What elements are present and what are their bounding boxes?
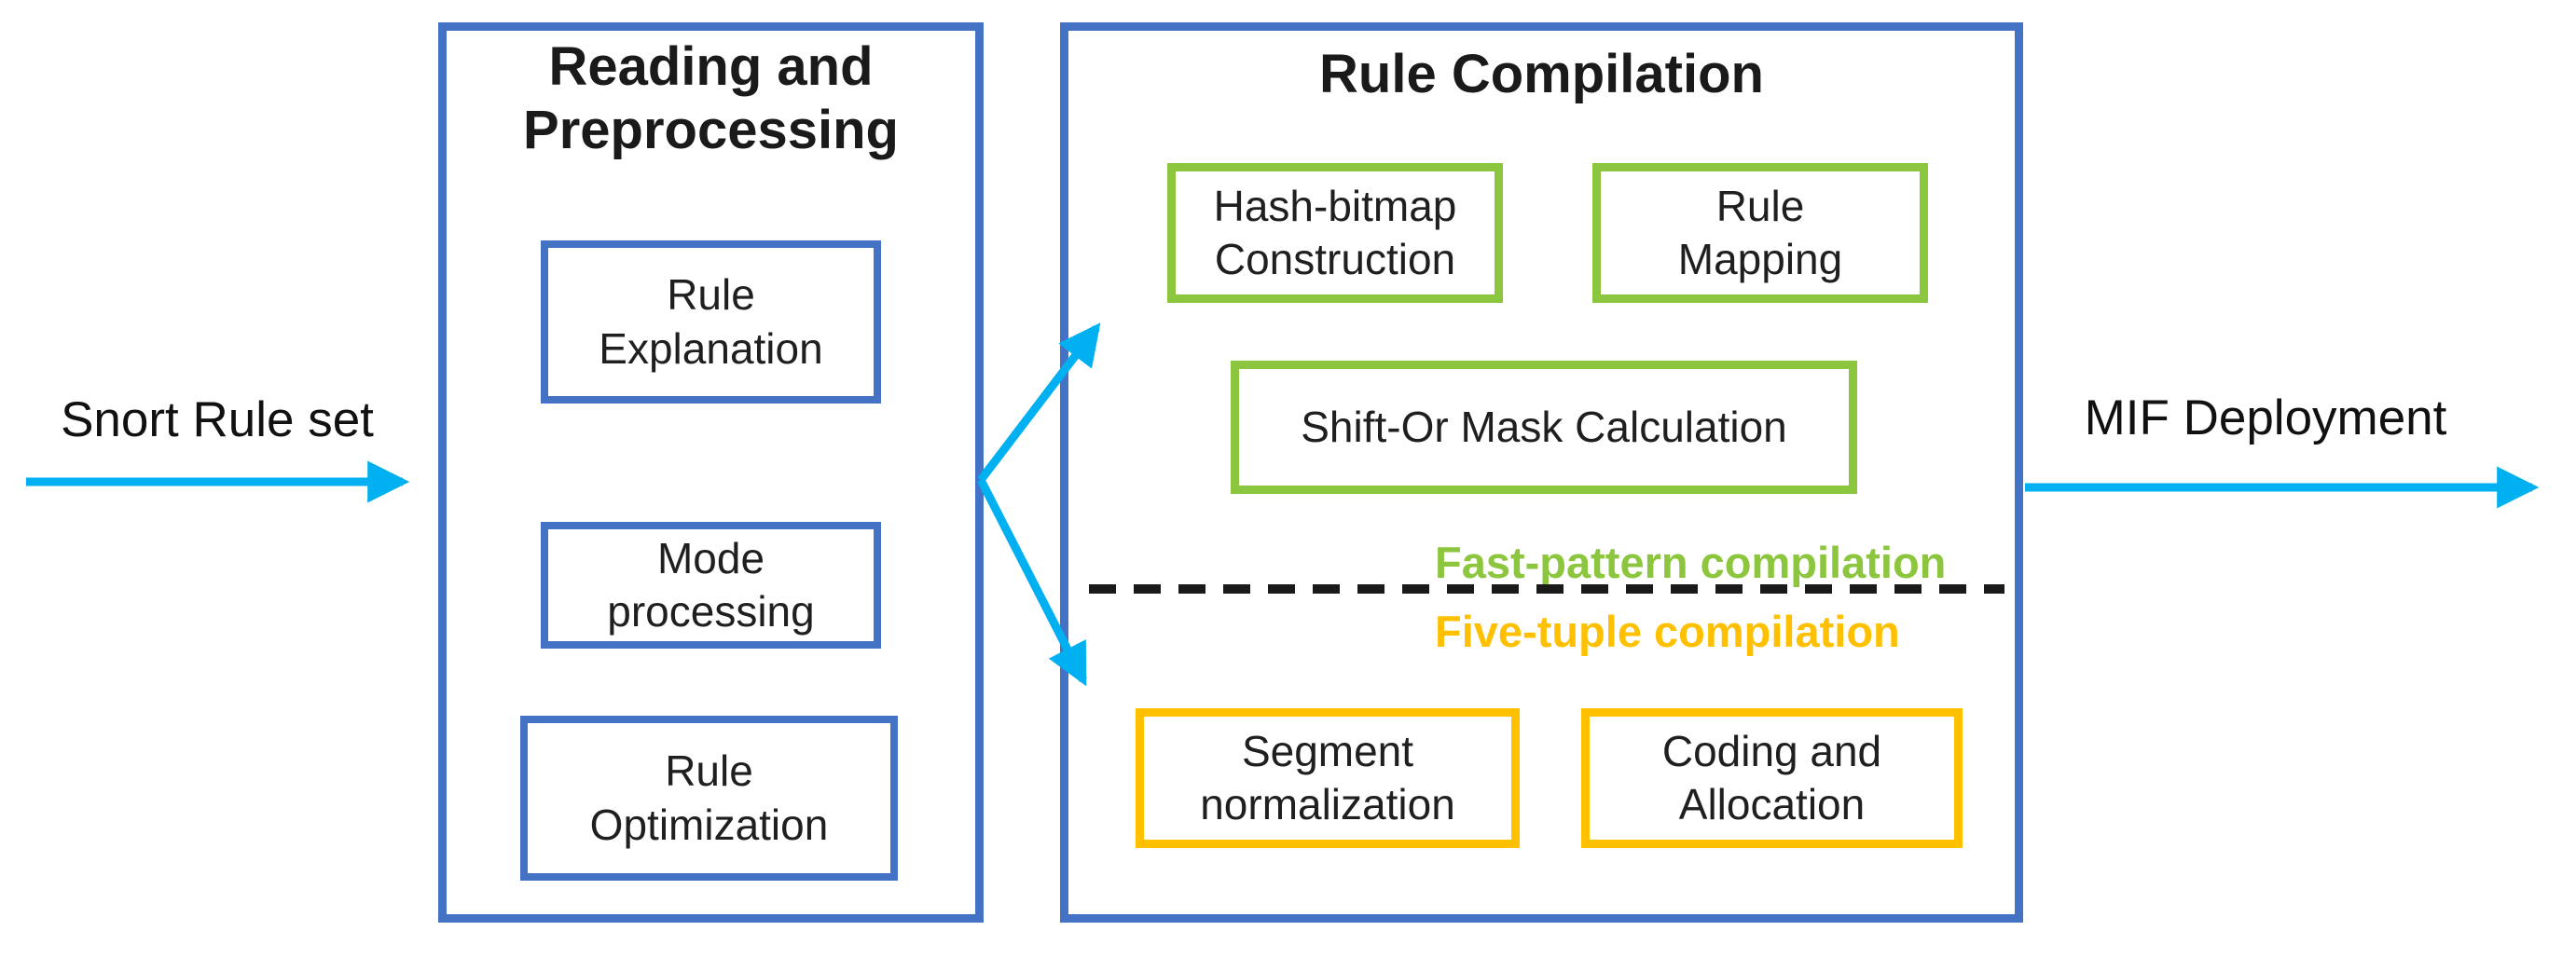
box-coding-line1: Coding and bbox=[1661, 726, 1882, 775]
input-label: Snort Rule set bbox=[61, 392, 374, 447]
box-shift-or-line1: Shift-Or Mask Calculation bbox=[1301, 402, 1787, 451]
box-rule-explanation: Rule Explanation bbox=[541, 240, 881, 404]
box-rule-optimization: Rule Optimization bbox=[520, 716, 898, 881]
box-hash-bitmap-line1: Hash-bitmap bbox=[1213, 181, 1457, 230]
box-shift-or-mask-calculation: Shift-Or Mask Calculation bbox=[1231, 361, 1857, 494]
box-segment-line1: Segment bbox=[1241, 726, 1414, 775]
fast-pattern-label: Fast-pattern compilation bbox=[1435, 538, 1947, 587]
box-mode-processing-line2: processing bbox=[607, 587, 815, 636]
box-hash-bitmap-line2: Construction bbox=[1214, 235, 1456, 283]
box-rule-explanation-line2: Explanation bbox=[599, 323, 823, 373]
box-coding-line2: Allocation bbox=[1678, 780, 1866, 828]
stage1-title: Reading and Preprocessing bbox=[438, 35, 984, 163]
box-coding-and-allocation: Coding and Allocation bbox=[1581, 708, 1963, 848]
box-rule-mapping: Rule Mapping bbox=[1592, 163, 1928, 303]
box-rule-optimization-line1: Rule bbox=[665, 746, 753, 795]
five-tuple-label: Five-tuple compilation bbox=[1435, 607, 1900, 656]
box-hash-bitmap-construction: Hash-bitmap Construction bbox=[1167, 163, 1503, 303]
box-segment-line2: normalization bbox=[1200, 780, 1455, 828]
box-segment-normalization: Segment normalization bbox=[1136, 708, 1520, 848]
stage1-title-line1: Reading and bbox=[548, 36, 874, 97]
box-mode-processing-line1: Mode bbox=[656, 533, 765, 582]
stage1-title-line2: Preprocessing bbox=[523, 100, 899, 161]
stage2-title: Rule Compilation bbox=[1319, 44, 1764, 104]
box-mode-processing: Mode processing bbox=[541, 522, 881, 649]
output-label: MIF Deployment bbox=[2084, 390, 2447, 445]
box-rule-explanation-line1: Rule bbox=[667, 270, 755, 319]
box-rule-mapping-line1: Rule bbox=[1715, 181, 1805, 230]
box-rule-mapping-line2: Mapping bbox=[1677, 235, 1843, 283]
box-rule-optimization-line2: Optimization bbox=[589, 800, 829, 849]
